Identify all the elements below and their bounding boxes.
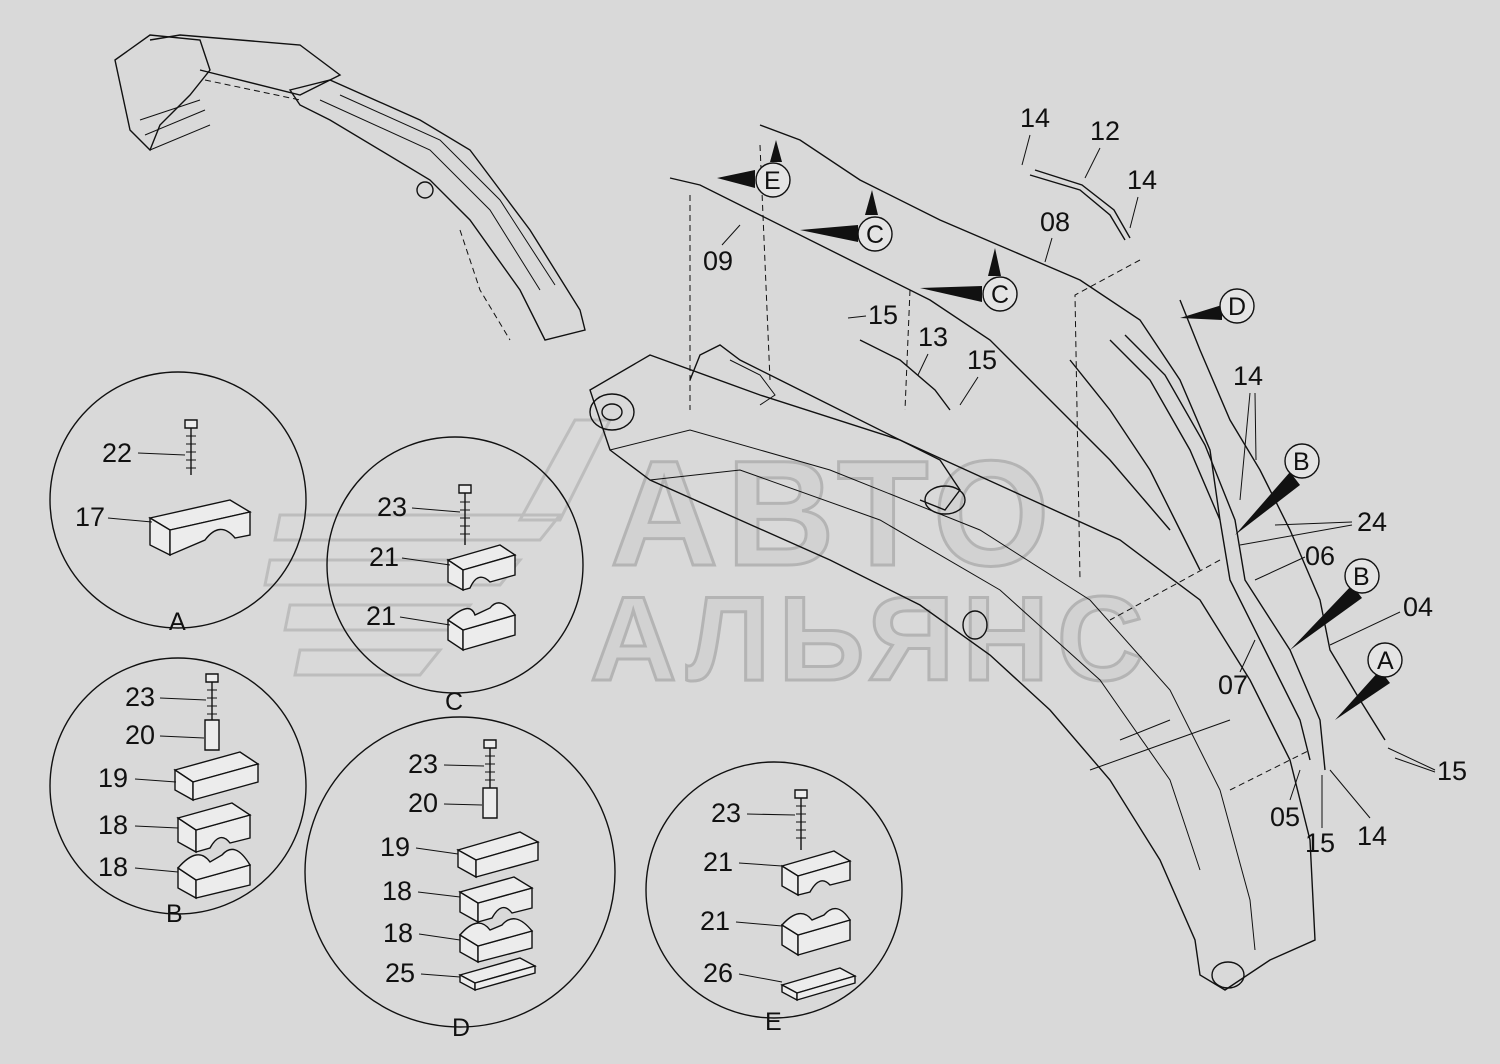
detail-a-letter: A — [169, 608, 186, 636]
detail-d-label-23: 23 — [408, 749, 438, 779]
detail-e: 23 21 21 26 E — [645, 761, 903, 1036]
detail-a-label-22: 22 — [102, 438, 132, 468]
hose-lines — [669, 124, 1386, 791]
callout-15-bottom: 15 — [1305, 828, 1335, 858]
detail-e-letter: E — [765, 1008, 782, 1036]
callout-15-left: 15 — [868, 300, 898, 330]
detail-b-label-23: 23 — [125, 682, 155, 712]
callout-14-bottom: 14 — [1357, 821, 1387, 851]
callout-07: 07 — [1218, 670, 1248, 700]
detail-b-label-18b: 18 — [98, 852, 128, 882]
detail-b: 23 20 19 18 18 B — [49, 657, 307, 928]
detail-e-label-26: 26 — [703, 958, 733, 988]
detail-a-label-17: 17 — [75, 502, 105, 532]
view-tag-e: E — [764, 167, 781, 195]
detail-d: 23 20 19 18 18 25 D — [304, 716, 616, 1042]
detail-c: 23 21 21 C — [326, 436, 584, 716]
callout-13: 13 — [918, 322, 948, 352]
view-tags: E C C D B B A — [717, 140, 1403, 720]
excavator-overview — [114, 34, 586, 341]
detail-c-label-21b: 21 — [366, 601, 396, 631]
callout-05: 05 — [1270, 802, 1300, 832]
detail-e-label-21b: 21 — [700, 906, 730, 936]
callout-14-right: 14 — [1127, 165, 1157, 195]
view-tag-c2: C — [991, 281, 1009, 309]
detail-b-label-20: 20 — [125, 720, 155, 750]
detail-d-letter: D — [452, 1014, 470, 1042]
view-tag-d: D — [1228, 293, 1246, 321]
detail-d-label-19: 19 — [380, 832, 410, 862]
callouts: 14 12 14 08 09 15 13 15 14 24 06 04 07 1… — [703, 103, 1467, 858]
view-tag-a: A — [1377, 647, 1394, 675]
callout-12: 12 — [1090, 116, 1120, 146]
callout-04: 04 — [1403, 592, 1433, 622]
detail-c-label-23: 23 — [377, 492, 407, 522]
detail-b-letter: B — [166, 900, 183, 928]
callout-15-right: 15 — [1437, 756, 1467, 786]
detail-d-label-25: 25 — [385, 958, 415, 988]
callout-06: 06 — [1305, 541, 1335, 571]
watermark: АВТО АЛЬЯНС — [263, 418, 1152, 708]
detail-a: 22 17 A — [49, 371, 307, 636]
view-tag-b1: B — [1293, 448, 1310, 476]
detail-b-label-19: 19 — [98, 763, 128, 793]
detail-d-label-20: 20 — [408, 788, 438, 818]
detail-e-label-23: 23 — [711, 798, 741, 828]
detail-d-label-18a: 18 — [382, 876, 412, 906]
callout-09: 09 — [703, 246, 733, 276]
watermark-line1: АВТО — [610, 429, 1058, 597]
callout-15-mid: 15 — [967, 345, 997, 375]
callout-14-mid: 14 — [1233, 361, 1263, 391]
detail-b-label-18a: 18 — [98, 810, 128, 840]
callout-24: 24 — [1357, 507, 1387, 537]
callout-08: 08 — [1040, 207, 1070, 237]
view-tag-b2: B — [1353, 563, 1370, 591]
boom-assembly — [589, 344, 1316, 991]
detail-e-label-21a: 21 — [703, 847, 733, 877]
callout-14-top: 14 — [1020, 103, 1050, 133]
detail-c-letter: C — [445, 688, 463, 716]
view-tag-c1: C — [866, 221, 884, 249]
detail-d-label-18b: 18 — [383, 918, 413, 948]
watermark-logo — [263, 418, 613, 677]
detail-c-label-21a: 21 — [369, 542, 399, 572]
watermark-line2: АЛЬЯНС — [590, 572, 1152, 706]
